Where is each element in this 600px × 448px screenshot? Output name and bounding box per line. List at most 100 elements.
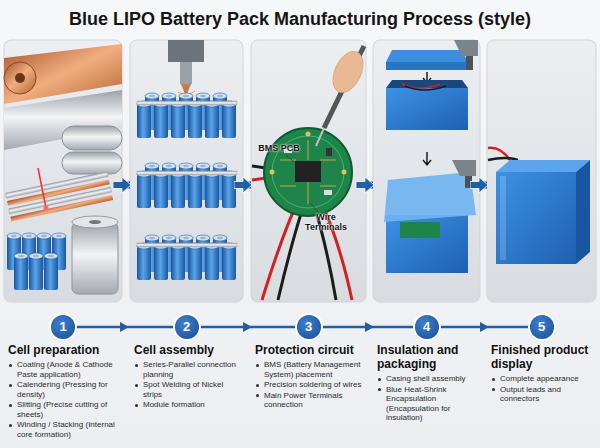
bms-soldering-illustration <box>270 170 275 175</box>
bullet-item: Output leads and connectors <box>491 385 594 404</box>
bullet-dot <box>135 384 138 387</box>
bullet-dot <box>9 384 12 387</box>
bms-soldering-illustration <box>324 190 332 195</box>
electrode-coating-illustration <box>62 152 122 174</box>
spot-welding-illustration <box>171 243 185 280</box>
step-heading: Insulation and packaging <box>377 343 478 371</box>
bms-soldering-illustration <box>272 136 344 208</box>
bullet-dot <box>378 378 381 381</box>
flow-arrow <box>122 182 130 189</box>
casing-illustration <box>454 40 478 56</box>
flow-arrow <box>243 182 251 189</box>
spot-welding-illustration <box>154 243 168 280</box>
step-number: 3 <box>297 315 321 339</box>
bullet-dot <box>378 388 381 391</box>
electrode-coating-illustration <box>29 253 43 290</box>
spot-welding-illustration <box>171 171 185 208</box>
bullet-item: Calendering (Pressing for density) <box>8 380 120 399</box>
spot-welding-illustration <box>188 101 202 138</box>
step-heading: Finished product display <box>491 343 594 371</box>
process-step: 5Finished product displayComplete appear… <box>487 40 596 446</box>
battery-pack-illustration <box>500 176 506 260</box>
bms-soldering-illustration <box>252 46 369 300</box>
bullet-text: Casing shell assembly <box>386 374 466 383</box>
spot-welding-illustration <box>205 171 219 208</box>
electrode-coating-illustration <box>38 168 46 208</box>
battery-pack-illustration <box>496 172 576 264</box>
electrode-coating-illustration <box>4 90 122 150</box>
bullet-item: Complete appearance <box>491 374 594 384</box>
bullet-text: Complete appearance <box>500 374 579 383</box>
electrode-coating-illustration <box>62 126 122 150</box>
spot-welding-illustration <box>137 243 237 247</box>
flow-arrow <box>366 182 373 189</box>
bullet-text: Blue Heat-Shrink Encapsulation (Encapsul… <box>386 385 450 423</box>
step-heading: Cell preparation <box>8 343 120 357</box>
bullet-item: Casing shell assembly <box>377 374 478 384</box>
bullet-dot <box>135 364 138 367</box>
bms-soldering-illustration <box>280 140 336 204</box>
bullet-item: Series-Parallel connection planning <box>134 360 241 379</box>
bullet-item: Module formation <box>134 400 241 410</box>
process-step: 1Cell preparationCoating (Anode & Cathod… <box>4 40 122 446</box>
bullet-text: Main Power Terminals connection <box>264 391 343 410</box>
callout-label: BMS PCB <box>256 143 302 153</box>
spot-welding-illustration <box>137 101 237 105</box>
electrode-coating-illustration <box>5 172 113 222</box>
bullet-dot <box>9 424 12 427</box>
spot-welding-illustration <box>188 243 202 280</box>
electrode-coating-illustration <box>44 206 49 211</box>
step-heading: Protection circuit <box>255 343 364 357</box>
electrode-coating-illustration <box>4 44 122 294</box>
spot-welding-illustration <box>222 171 236 208</box>
step-number: 1 <box>51 315 75 339</box>
casing-illustration <box>405 86 446 90</box>
casing-illustration <box>384 40 478 273</box>
bullet-item: Spot Welding of Nickel strips <box>134 380 241 399</box>
image-panel <box>4 40 596 302</box>
bms-soldering-illustration <box>295 161 321 182</box>
spot-welding-illustration <box>188 171 202 208</box>
bullet-item: Coating (Anode & Cathode Paste applicati… <box>8 360 120 379</box>
casing-illustration <box>452 160 476 176</box>
image-panel <box>4 40 122 302</box>
image-panel <box>373 40 480 302</box>
casing-illustration <box>465 176 472 188</box>
step-timeline <box>365 322 374 332</box>
bullet-item: Winding / Stacking (Internal core format… <box>8 420 120 439</box>
bullet-item: Precision soldering of wires <box>255 380 364 390</box>
bullet-item: Slitting (Precise cutting of sheets) <box>8 400 120 419</box>
bullet-item: BMS (Battery Management System) placemen… <box>255 360 364 379</box>
step-timeline <box>120 322 129 332</box>
spot-welding-illustration <box>181 84 191 94</box>
casing-illustration <box>386 88 468 130</box>
diagram-title: Blue LIPO Battery Pack Manufacturing Pro… <box>0 9 600 30</box>
step-timeline <box>243 322 252 332</box>
spot-welding-illustration <box>222 101 236 138</box>
bullet-text: Coating (Anode & Cathode Paste applicati… <box>17 360 113 379</box>
spot-welding-illustration <box>154 101 168 138</box>
bullet-dot <box>256 364 259 367</box>
casing-illustration <box>386 80 468 88</box>
casing-illustration <box>386 50 468 62</box>
bms-soldering-illustration <box>286 155 294 162</box>
image-panel <box>487 40 596 302</box>
casing-illustration <box>386 215 468 273</box>
step-number: 2 <box>175 315 199 339</box>
bullet-dot <box>9 404 12 407</box>
bullet-dot <box>9 364 12 367</box>
image-panel <box>130 40 243 302</box>
bms-soldering-illustration <box>310 203 318 212</box>
spot-welding-illustration <box>137 243 151 280</box>
electrode-coating-illustration <box>15 73 25 83</box>
process-step: 2Cell assemblySeries-Parallel connection… <box>130 40 243 446</box>
step-number: 4 <box>415 315 439 339</box>
bullet-text: Calendering (Pressing for density) <box>17 380 108 399</box>
bullet-dot <box>135 404 138 407</box>
battery-pack-illustration <box>488 148 590 264</box>
bullet-text: Output leads and connectors <box>500 385 561 404</box>
spot-welding-illustration <box>154 171 168 208</box>
battery-pack-illustration <box>576 160 590 264</box>
